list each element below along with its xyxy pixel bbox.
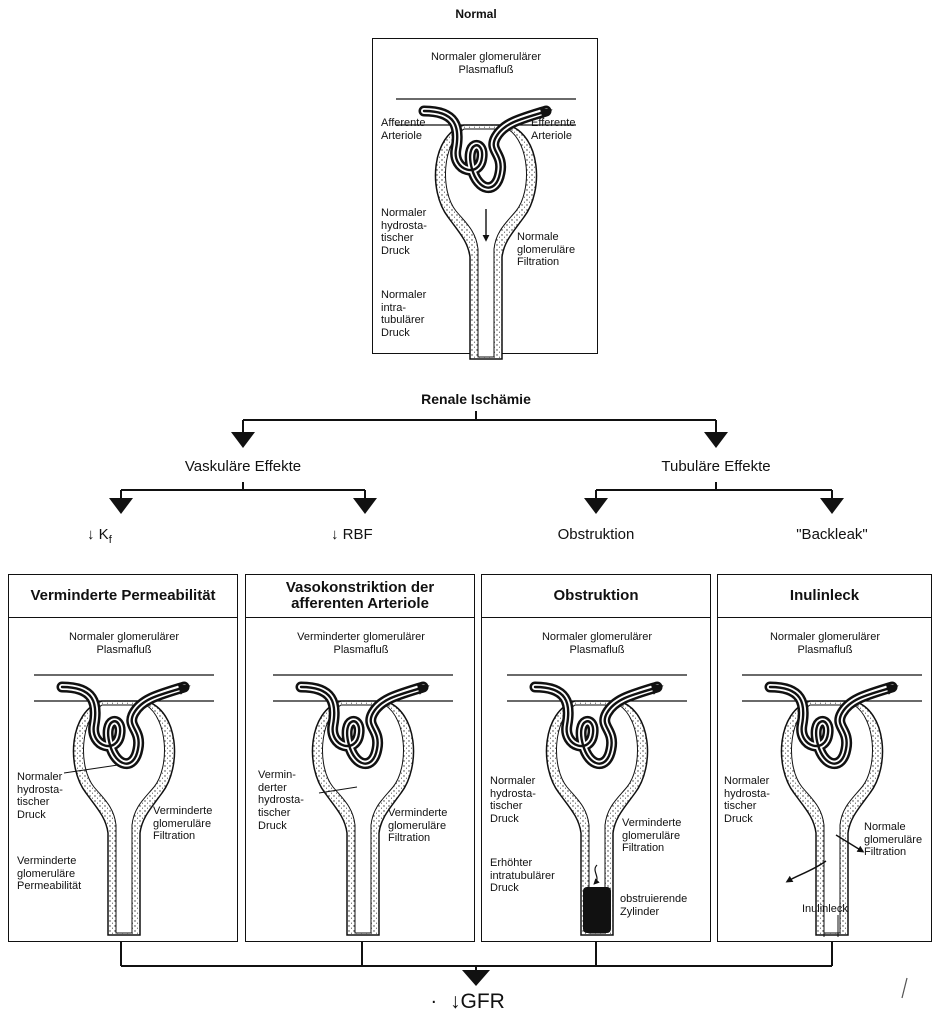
arrow-gfr: [462, 970, 490, 986]
panel-vasoconstriction-title: Vasokonstriktion der afferenten Arteriol…: [246, 575, 474, 618]
panel-vasoconstriction-flow: Verminderter glomerulärer Plasmafluß: [256, 631, 466, 656]
panel-obstruction-extra: Erhöhter intratubulärer Druck: [490, 857, 555, 895]
arrow-backleak: [820, 498, 844, 514]
vascular-effects-label: Vaskuläre Effekte: [163, 459, 323, 476]
panel-obstruction-flow: Normaler glomerulärer Plasmafluß: [492, 631, 702, 656]
panel-permeability-filtration: Verminderte glomeruläre Filtration: [153, 805, 212, 843]
kf-subscript: f: [109, 534, 112, 546]
arrow-tubular: [704, 432, 728, 448]
panel-permeability-pressure: Normaler hydrosta- tischer Druck: [17, 771, 63, 822]
panel-obstruction: Obstruktion Normaler glomerulärer Plasma…: [481, 574, 711, 942]
leaf-kf: ↓ Kf: [87, 527, 112, 546]
panel-inulin-leak-flow: Normaler glomerulärer Plasmafluß: [722, 631, 928, 656]
panel-obstruction-glomerulus: [597, 675, 598, 676]
panel-inulin-leak-glomerulus: [832, 675, 833, 676]
tubular-effects-label: Tubuläre Effekte: [636, 459, 796, 476]
panel-inulin-leak-pressure: Normaler hydrosta- tischer Druck: [724, 775, 770, 826]
leaf-backleak: "Backleak": [772, 527, 892, 544]
arrow-kf: [109, 498, 133, 514]
leaf-obstruction: Obstruktion: [536, 527, 656, 544]
leaf-rbf: ↓ RBF: [331, 527, 373, 544]
panel-obstruction-filtration: Verminderte glomeruläre Filtration: [622, 817, 681, 855]
panel-vasoconstriction: Vasokonstriktion der afferenten Arteriol…: [245, 574, 475, 942]
arrow-rbf: [353, 498, 377, 514]
arrow-vascular: [231, 432, 255, 448]
result-dot: .: [431, 986, 437, 1008]
kf-k: K: [99, 526, 109, 543]
panel-vasoconstriction-filtration: Verminderte glomeruläre Filtration: [388, 807, 447, 845]
panel-obstruction-pressure: Normaler hydrosta- tischer Druck: [490, 775, 536, 826]
obstructing-cast: [583, 887, 611, 933]
result-gfr: ↓GFR: [450, 990, 505, 1014]
panel-permeability-title: Verminderte Permeabilität: [9, 575, 237, 618]
root-label: Renale Ischämie: [396, 392, 556, 408]
panel-obstruction-title: Obstruktion: [482, 575, 710, 618]
panel-permeability-flow: Normaler glomerulärer Plasmafluß: [19, 631, 229, 656]
kf-arrow: ↓: [87, 526, 95, 543]
panel-vasoconstriction-glomerulus: [363, 675, 364, 676]
panel-inulin-leak: Inulinleck Normaler glomerulärer Plasmaf…: [717, 574, 932, 942]
panel-inulin-leak-leak-label: Inulinleck: [802, 903, 848, 916]
arrow-obstruction: [584, 498, 608, 514]
panel-permeability-extra: Verminderte glomeruläre Permeabilität: [17, 855, 81, 893]
panel-permeability: Verminderte Permeabilität Normaler glome…: [8, 574, 238, 942]
panel-inulin-leak-title: Inulinleck: [718, 575, 931, 618]
panel-permeability-glomerulus: [124, 675, 125, 676]
panel-obstruction-cast: obstruierende Zylinder: [620, 893, 687, 918]
panel-vasoconstriction-pressure: Vermin- derter hydrosta- tischer Druck: [258, 769, 304, 832]
panel-inulin-leak-filtration: Normale glomeruläre Filtration: [864, 821, 922, 859]
